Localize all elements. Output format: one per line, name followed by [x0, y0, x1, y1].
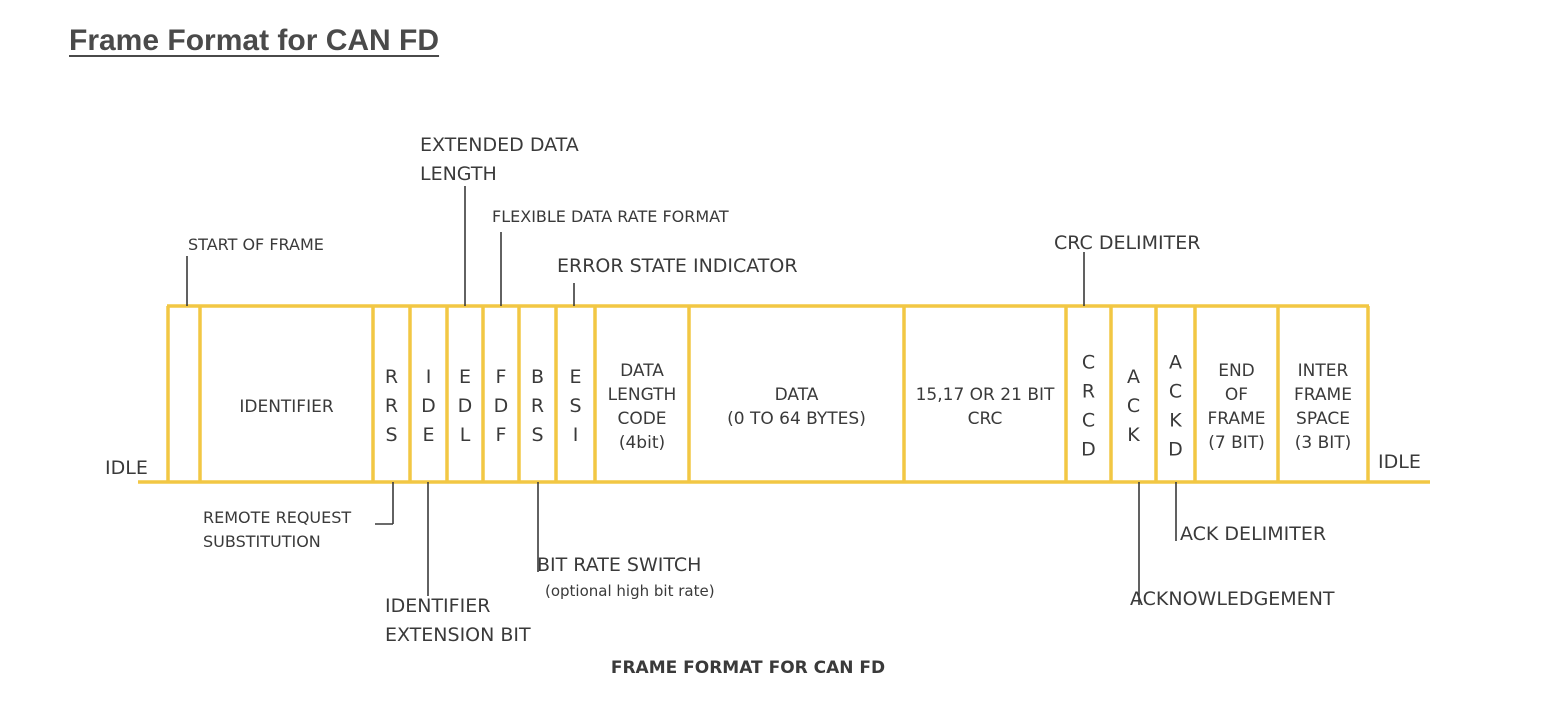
bit-rate-switch-label: BIT RATE SWITCH: [537, 554, 701, 576]
field-esi-text: S: [569, 395, 581, 417]
field-ifs-text: INTER: [1298, 361, 1349, 381]
field-ide-text: I: [426, 366, 432, 388]
field-eof-text: (7 BIT): [1208, 433, 1265, 453]
field-crcd-text: C: [1082, 410, 1095, 432]
field-rrs-text: R: [385, 366, 398, 388]
field-brs-text: S: [531, 424, 543, 446]
error-state-indicator-label: ERROR STATE INDICATOR: [557, 255, 798, 277]
extended-data-length-label: LENGTH: [420, 163, 497, 185]
field-rrs-text: R: [385, 395, 398, 417]
field-ackd-text: D: [1168, 439, 1183, 461]
field-ifs-text: (3 BIT): [1295, 433, 1352, 453]
field-dlc-text: DATA: [620, 361, 664, 381]
field-crcd-text: D: [1081, 439, 1096, 461]
field-eof-text: FRAME: [1208, 409, 1266, 429]
field-crc-text: CRC: [968, 409, 1003, 429]
identifier-extension-bit-label: IDENTIFIER: [385, 595, 490, 617]
field-rrs-text: S: [385, 424, 397, 446]
flexible-data-rate-format-label: FLEXIBLE DATA RATE FORMAT: [492, 207, 729, 226]
field-identifier-text: IDENTIFIER: [239, 397, 333, 417]
remote-request-substitution-label: SUBSTITUTION: [203, 532, 321, 551]
crc-delimiter-label: CRC DELIMITER: [1054, 232, 1200, 254]
remote-request-substitution-label: REMOTE REQUEST: [203, 508, 351, 527]
field-dlc-text: CODE: [617, 409, 666, 429]
field-brs-text: R: [531, 395, 544, 417]
field-ifs-text: SPACE: [1296, 409, 1350, 429]
field-fdf-text: D: [494, 395, 509, 417]
field-crcd-text: R: [1082, 381, 1095, 403]
bit-rate-switch-note: (optional high bit rate): [545, 582, 715, 600]
field-eof-text: END: [1218, 361, 1255, 381]
field-esi-text: I: [573, 424, 579, 446]
field-ackd-text: K: [1169, 410, 1182, 432]
field-fdf-text: F: [496, 424, 507, 446]
field-ide-text: E: [422, 424, 434, 446]
field-fdf-text: F: [496, 366, 507, 388]
field-ack-text: C: [1127, 395, 1140, 417]
diagram-caption: FRAME FORMAT FOR CAN FD: [611, 658, 885, 678]
field-ifs-text: FRAME: [1294, 385, 1352, 405]
page-title: Frame Format for CAN FD: [69, 24, 440, 57]
field-edl-text: E: [459, 366, 471, 388]
idle-left-label: IDLE: [105, 457, 148, 479]
field-ide-text: D: [421, 395, 436, 417]
field-eof-text: OF: [1225, 385, 1248, 405]
field-edl-text: L: [460, 424, 471, 446]
extended-data-length-label: EXTENDED DATA: [420, 134, 579, 156]
field-ack-text: A: [1127, 366, 1140, 388]
idle-right-label: IDLE: [1378, 451, 1421, 473]
field-data-text: DATA: [775, 385, 819, 405]
identifier-extension-bit-label: EXTENSION BIT: [385, 624, 531, 646]
acknowledgement-label: ACKNOWLEDGEMENT: [1130, 588, 1335, 610]
field-crcd-text: C: [1082, 352, 1095, 374]
ack-delimiter-label: ACK DELIMITER: [1180, 523, 1326, 545]
field-data-text: (0 TO 64 BYTES): [727, 409, 866, 429]
field-ackd-text: C: [1169, 381, 1182, 403]
field-dlc-text: (4bit): [619, 433, 665, 453]
field-ackd-text: A: [1169, 352, 1182, 374]
field-dlc-text: LENGTH: [608, 385, 677, 405]
field-ack-text: K: [1127, 424, 1140, 446]
field-brs-text: B: [531, 366, 544, 388]
field-crc-text: 15,17 OR 21 BIT: [916, 385, 1055, 405]
field-esi-text: E: [569, 366, 581, 388]
start-of-frame-label: START OF FRAME: [188, 235, 324, 254]
field-edl-text: D: [458, 395, 473, 417]
